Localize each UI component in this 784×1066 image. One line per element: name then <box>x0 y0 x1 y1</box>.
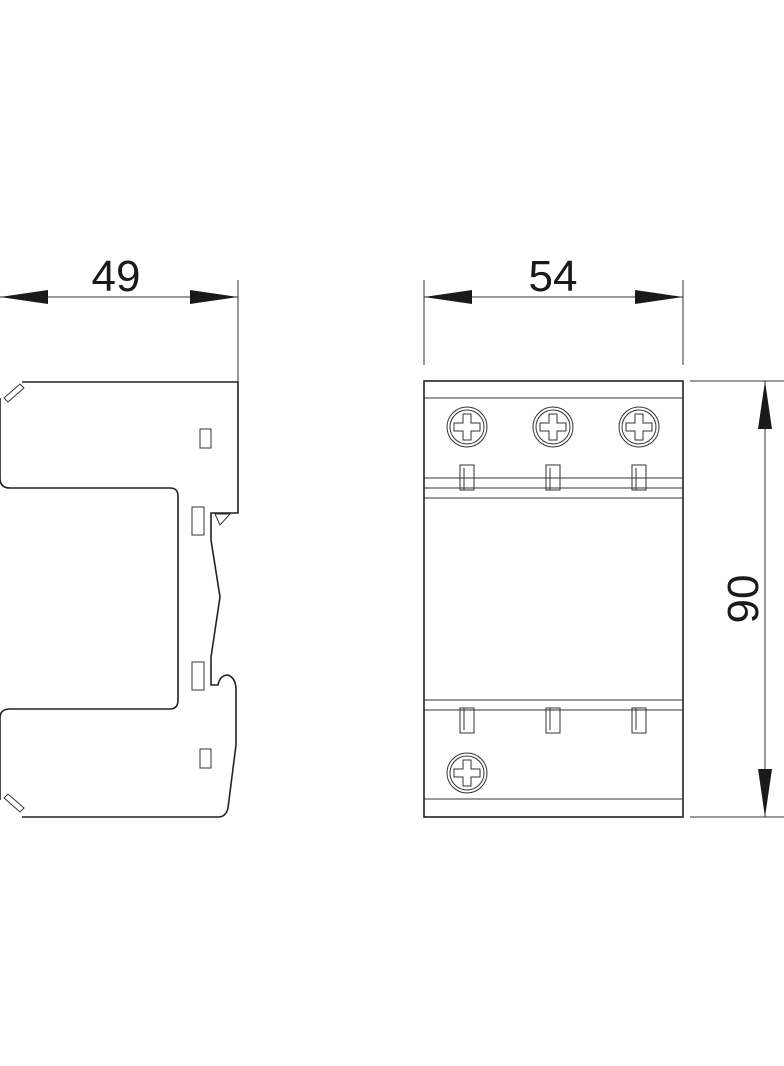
slot <box>191 661 205 691</box>
terminal-screw-icon <box>446 406 488 448</box>
clip-tab <box>459 707 475 734</box>
height-label: 90 <box>719 575 768 624</box>
arrowhead <box>0 290 48 304</box>
height-dimension: 90 <box>690 380 784 818</box>
front-width-dimension: 54 <box>423 252 684 365</box>
arrowhead <box>758 769 772 817</box>
side-width-label: 49 <box>92 252 141 301</box>
terminal-screw-icon <box>446 752 488 794</box>
slot <box>199 428 212 449</box>
clip-latch <box>3 793 25 813</box>
slot <box>191 506 205 536</box>
clip-latch <box>3 383 25 403</box>
clip-tab <box>545 707 561 734</box>
latch-notch <box>214 513 232 526</box>
arrowhead <box>190 290 238 304</box>
arrowhead <box>424 290 472 304</box>
terminal-screw-icon <box>618 406 660 448</box>
clip-tab <box>631 464 647 491</box>
arrowhead <box>758 381 772 429</box>
side-view <box>0 381 239 818</box>
slot <box>199 748 212 769</box>
side-width-dimension: 49 <box>0 252 239 382</box>
front-view <box>423 380 684 818</box>
arrowhead <box>635 290 683 304</box>
front-width-label: 54 <box>529 252 578 301</box>
clip-tab <box>545 464 561 491</box>
clip-tab <box>459 464 475 491</box>
clip-tab <box>631 707 647 734</box>
terminal-screw-icon <box>532 406 574 448</box>
